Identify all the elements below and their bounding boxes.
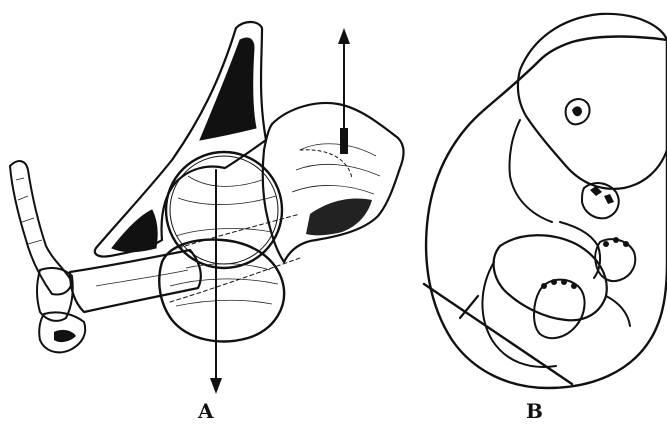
panel-label-a: A	[197, 399, 214, 423]
panel-a: A	[10, 22, 404, 423]
panel-label-b: B	[526, 399, 543, 423]
arrowhead-up-icon	[338, 28, 350, 44]
acetabulum-circle	[166, 152, 282, 268]
fetal-leg	[494, 235, 607, 320]
sacrum-shadow	[306, 199, 372, 236]
femur-bone	[70, 250, 201, 312]
foot-bones	[10, 161, 72, 294]
ischium-shadow	[112, 210, 157, 252]
panel-b: B	[424, 14, 667, 423]
femoral-condyle	[159, 240, 284, 342]
plane-line-b	[424, 284, 572, 384]
fetal-hand-lower	[595, 239, 635, 281]
fetal-head	[518, 14, 667, 189]
uterus-outline	[426, 37, 667, 389]
fetal-foot	[534, 280, 585, 339]
arrowhead-down-icon	[210, 378, 222, 394]
sacrum-bone	[263, 103, 404, 262]
